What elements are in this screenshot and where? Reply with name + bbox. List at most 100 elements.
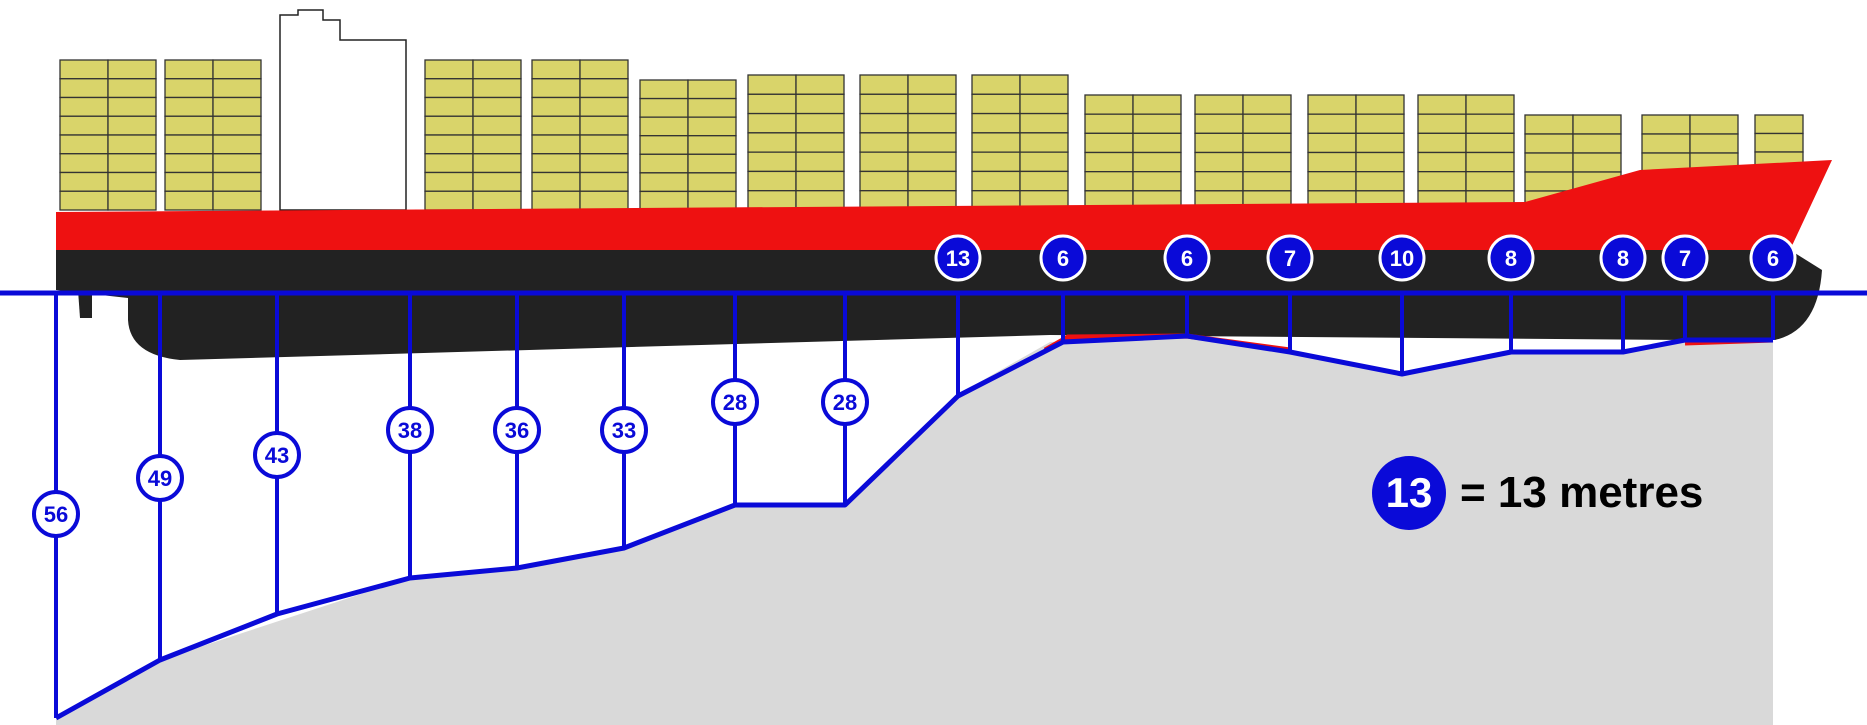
depth-badge-stern (711, 378, 759, 426)
depth-value-bow: 8 (1617, 246, 1629, 271)
container-box (747, 151, 797, 173)
container-box (1019, 170, 1069, 192)
container-box (1019, 112, 1069, 134)
container-box (907, 112, 957, 134)
depth-value-stern: 33 (612, 418, 636, 443)
container-box (1355, 132, 1405, 154)
depth-badge-stern (136, 454, 184, 502)
container-box (639, 153, 689, 174)
container-box (795, 93, 845, 115)
container-box (1307, 151, 1357, 173)
container-box (59, 171, 109, 192)
container-box (107, 78, 157, 99)
container-box (579, 59, 629, 80)
container-box (687, 172, 737, 193)
container-box (747, 170, 797, 192)
container-box (107, 96, 157, 117)
container-box (971, 132, 1021, 153)
depth-value-bow: 6 (1057, 246, 1069, 271)
container-box (1417, 132, 1467, 154)
container-box (907, 132, 957, 153)
container-box (1307, 132, 1357, 154)
container-box (424, 96, 474, 117)
container-box (579, 96, 629, 117)
container-box (1417, 113, 1467, 134)
depth-badge-bow (1378, 234, 1426, 282)
depth-badge-bow (1039, 234, 1087, 282)
container-box (795, 170, 845, 192)
container-box (59, 59, 109, 80)
container-box (531, 171, 581, 192)
depth-value-bow: 13 (946, 246, 970, 271)
container-box (164, 96, 214, 117)
container-box (164, 78, 214, 99)
depth-badge-bow (1599, 234, 1647, 282)
container-box (531, 96, 581, 117)
container-box (1307, 113, 1357, 134)
depth-value-bow: 8 (1505, 246, 1517, 271)
container-box (1084, 132, 1134, 154)
container-box (639, 135, 689, 155)
container-box (795, 112, 845, 134)
container-box (1417, 171, 1467, 192)
container-box (212, 190, 262, 211)
bridge-superstructure (279, 9, 407, 211)
container-box (859, 132, 909, 153)
depth-badge-bow (1266, 234, 1314, 282)
depth-value-bow: 6 (1181, 246, 1193, 271)
container-box (212, 115, 262, 136)
container-box (747, 93, 797, 115)
depth-value-stern: 28 (723, 390, 747, 415)
container-box (1689, 133, 1739, 154)
container-box (1641, 114, 1691, 135)
container-box (164, 115, 214, 136)
container-box (472, 190, 522, 211)
container-box (424, 153, 474, 174)
depth-value-stern: 49 (148, 466, 172, 491)
container-box (59, 78, 109, 99)
container-box (1019, 93, 1069, 115)
container-box (907, 151, 957, 173)
container-box (1194, 132, 1244, 154)
container-box (1307, 94, 1357, 115)
container-box (1194, 151, 1244, 173)
container-box (579, 190, 629, 211)
container-box (1524, 114, 1574, 135)
container-box (1242, 94, 1292, 115)
container-box (639, 190, 689, 211)
container-box (1019, 151, 1069, 173)
seabed-profile-line (54, 333, 1773, 721)
container-box (1194, 171, 1244, 192)
depth-badge-stern (253, 431, 301, 479)
container-box (579, 115, 629, 136)
container-box (1242, 132, 1292, 154)
depth-badge-bow (1163, 234, 1211, 282)
depth-value-stern: 56 (44, 502, 68, 527)
depth-value-stern: 38 (398, 418, 422, 443)
container-box (971, 151, 1021, 173)
container-box (424, 171, 474, 192)
container-box (579, 153, 629, 174)
depth-value-bow: 6 (1767, 246, 1779, 271)
container-box (212, 171, 262, 192)
container-box (907, 170, 957, 192)
container-box (531, 134, 581, 155)
container-box (639, 172, 689, 193)
container-box (859, 112, 909, 134)
container-box (472, 153, 522, 174)
container-box (1242, 171, 1292, 192)
container-box (212, 134, 262, 155)
container-box (795, 74, 845, 95)
container-box (579, 78, 629, 99)
depth-value-bow: 7 (1284, 246, 1296, 271)
container-box (1084, 94, 1134, 115)
container-box (747, 112, 797, 134)
container-box (1572, 114, 1622, 135)
container-box (687, 190, 737, 211)
container-box (795, 151, 845, 173)
container-box (859, 151, 909, 173)
container-box (907, 74, 957, 95)
container-box (579, 171, 629, 192)
container-box (859, 170, 909, 192)
container-box (107, 115, 157, 136)
